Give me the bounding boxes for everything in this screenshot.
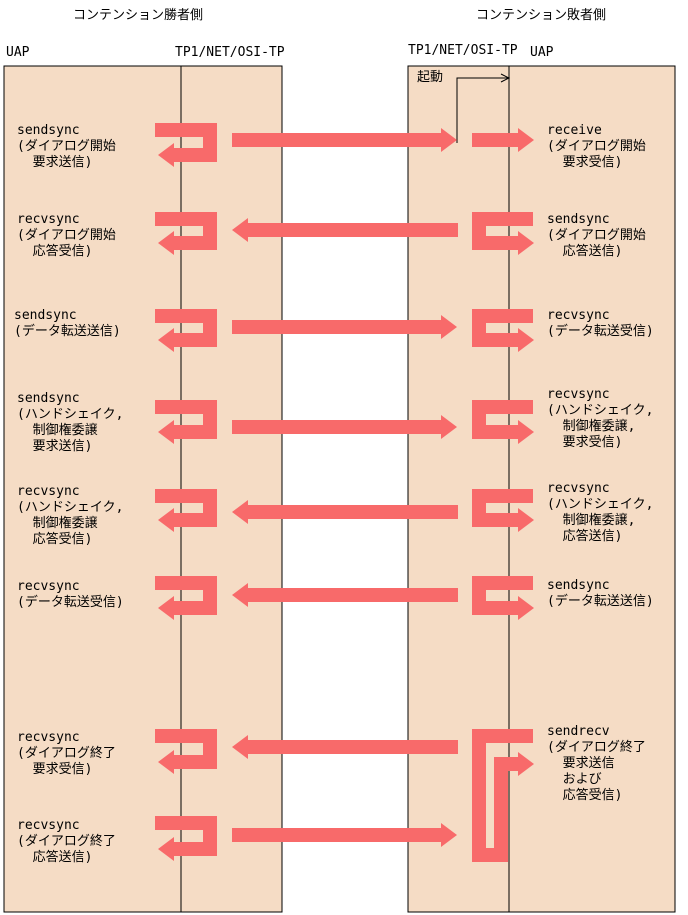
right-loop-5: [472, 489, 534, 532]
right-panel: [407, 65, 676, 913]
right-uap-label: UAP: [530, 45, 554, 60]
left-label-7: recvsync (ダイアログ終了 要求受信): [17, 730, 116, 777]
left-label-1: sendsync (ダイアログ開始 要求送信): [17, 123, 116, 170]
left-loop-6: [155, 576, 217, 620]
left-label-5: recvsync (ハンドシェイク, 制御権委譲 応答受信): [17, 484, 124, 547]
cross-arrow-1: [232, 128, 457, 152]
cross-arrow-7: [232, 735, 458, 759]
right-loop-2: [472, 212, 534, 255]
left-loop-8: [155, 816, 217, 861]
right-label-7: sendrecv (ダイアログ終了 要求送信 および 応答受信): [547, 724, 646, 803]
right-loop-4: [472, 400, 534, 444]
right-label-2: sendsync (ダイアログ開始 応答送信): [547, 212, 646, 259]
left-label-2: recvsync (ダイアログ開始 応答受信): [17, 212, 116, 259]
right-label-6: sendsync (データ転送送信): [547, 578, 654, 609]
right-arrow-1: [472, 128, 534, 152]
right-loop-3: [472, 309, 534, 352]
cross-arrow-4: [232, 415, 457, 439]
cross-arrow-3: [232, 315, 457, 339]
start-indicator: [456, 77, 509, 143]
left-loop-1: [155, 123, 217, 167]
left-tp-label: TP1/NET/OSI-TP: [175, 45, 285, 60]
left-panel: [3, 65, 283, 913]
right-label-1: receive (ダイアログ開始 要求受信): [547, 123, 646, 170]
right-loop-6: [472, 576, 534, 620]
start-label: 起動: [417, 70, 444, 85]
right-sendrecv-loop: [472, 729, 534, 862]
right-label-5: recvsync (ハンドシェイク, 制御権委譲, 応答送信): [547, 481, 654, 544]
message-arrows: [155, 123, 534, 862]
left-loop-4: [155, 400, 217, 444]
left-uap-label: UAP: [6, 45, 30, 60]
right-label-4: recvsync (ハンドシェイク, 制御権委譲, 要求受信): [547, 387, 654, 450]
right-label-3: recvsync (データ転送受信): [547, 308, 654, 339]
left-loop-7: [155, 729, 217, 774]
left-label-3: sendsync (データ転送送信): [14, 308, 121, 339]
left-label-8: recvsync (ダイアログ終了 応答送信): [17, 818, 116, 865]
cross-arrow-2: [232, 218, 458, 242]
cross-arrow-6: [232, 583, 458, 607]
cross-arrow-8: [232, 823, 457, 847]
left-loop-2: [155, 212, 217, 255]
left-loop-3: [155, 309, 217, 352]
cross-arrow-5: [232, 500, 458, 524]
right-title: コンテンション敗者側: [476, 8, 607, 23]
left-title: コンテンション勝者側: [73, 8, 204, 23]
right-tp-label: TP1/NET/OSI-TP: [408, 43, 518, 58]
start-indicator-arrowhead: [500, 73, 511, 83]
left-label-4: sendsync (ハンドシェイク, 制御権委譲 要求送信): [17, 391, 124, 454]
left-label-6: recvsync (データ転送受信): [17, 579, 124, 610]
left-loop-5: [155, 489, 217, 532]
